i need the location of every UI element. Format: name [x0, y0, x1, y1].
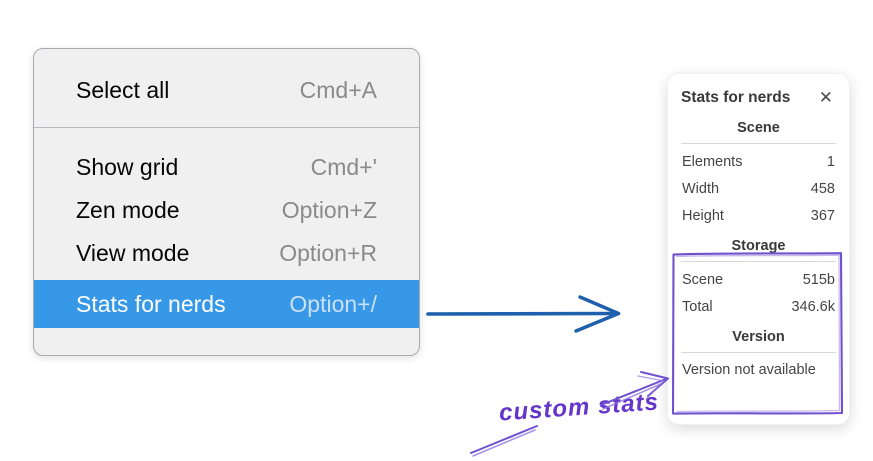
annotation-custom-stats: custom stats [498, 388, 660, 427]
stat-value: 515b [802, 271, 835, 288]
stat-label: Height [682, 207, 724, 224]
stats-panel: Stats for nerds ✕ Scene Elements 1 Width… [667, 73, 850, 425]
stats-panel-header: Stats for nerds ✕ [681, 87, 836, 108]
section-divider [681, 143, 836, 144]
stats-panel-title: Stats for nerds [681, 88, 791, 106]
stat-row-width: Width 458 [681, 175, 836, 202]
stat-row-total-storage: Total 346.6k [681, 293, 836, 320]
menu-item-zen-mode[interactable]: Zen mode Option+Z [34, 189, 419, 232]
stat-row-elements: Elements 1 [681, 148, 836, 175]
stats-section-scene: Scene Elements 1 Width 458 Height 367 [681, 120, 836, 229]
stat-row-scene-storage: Scene 515b [681, 266, 836, 293]
stat-label: Scene [682, 271, 724, 288]
section-divider [681, 352, 836, 353]
menu-divider [34, 127, 419, 128]
section-heading: Version [732, 329, 785, 345]
stat-label: Width [682, 180, 720, 197]
section-heading: Storage [731, 238, 786, 254]
menu-item-shortcut: Cmd+' [310, 154, 377, 180]
section-heading: Scene [737, 120, 780, 136]
stat-label: Total [682, 298, 713, 315]
menu-item-shortcut: Cmd+A [299, 76, 377, 103]
stat-value: 458 [810, 180, 835, 197]
stat-value: 346.6k [791, 298, 835, 315]
stats-section-storage: Storage Scene 515b Total 346.6k [681, 238, 836, 320]
context-menu: Select all Cmd+A Show grid Cmd+' Zen mod… [33, 48, 420, 356]
menu-item-shortcut: Option+R [279, 240, 377, 266]
stat-value: 1 [826, 153, 835, 170]
menu-item-stats-for-nerds[interactable]: Stats for nerds Option+/ [34, 280, 419, 328]
menu-item-label: View mode [76, 240, 190, 266]
menu-item-label: Zen mode [76, 197, 180, 223]
stats-section-version: Version Version not available [681, 329, 836, 378]
stat-value: 367 [810, 207, 835, 224]
menu-item-label: Show grid [76, 154, 179, 180]
menu-item-view-mode[interactable]: View mode Option+R [34, 232, 419, 275]
right-arrow-icon [426, 295, 621, 333]
menu-item-label: Select all [76, 76, 170, 103]
menu-item-shortcut: Option+/ [289, 290, 377, 317]
section-divider [681, 261, 836, 262]
version-note: Version not available [682, 362, 816, 378]
stat-label: Elements [682, 153, 743, 170]
menu-item-shortcut: Option+Z [281, 197, 377, 223]
menu-item-label: Stats for nerds [76, 290, 226, 317]
menu-item-select-all[interactable]: Select all Cmd+A [34, 69, 419, 111]
stat-row-height: Height 367 [681, 202, 836, 229]
close-icon[interactable]: ✕ [816, 87, 836, 108]
menu-item-show-grid[interactable]: Show grid Cmd+' [34, 146, 419, 189]
